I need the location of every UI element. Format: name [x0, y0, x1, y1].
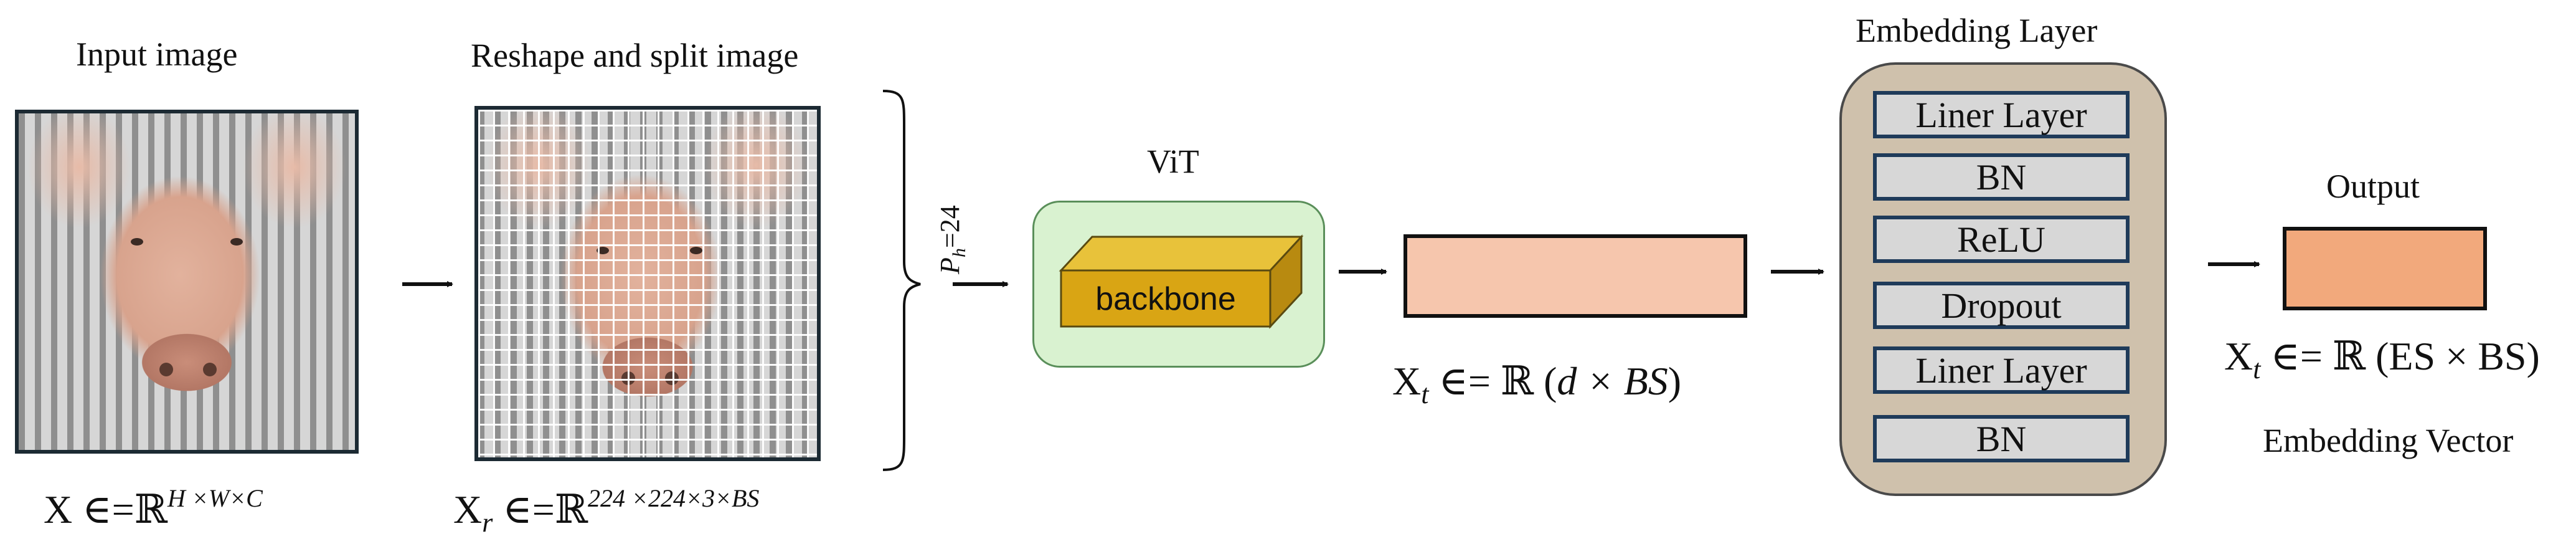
feature-formula-rel: ∈= ℝ ( [1428, 359, 1557, 403]
pig-nostril-left [159, 363, 173, 376]
pig-eye-left [131, 238, 143, 246]
reshape-formula-sub: r [482, 507, 493, 538]
input-formula: X ∈=ℝH ×W×C [44, 486, 263, 532]
patch-brace [882, 90, 921, 471]
feature-vector-bar [1404, 234, 1747, 318]
vit-title: ViT [1147, 143, 1199, 180]
feature-formula-expr: d × BS [1557, 359, 1668, 403]
input-formula-main: X ∈=ℝ [44, 487, 167, 532]
reshape-formula-sup: 224 ×224×3×BS [588, 484, 760, 512]
embedding-layer-6: BN [1873, 415, 2130, 462]
embedding-layer-2: BN [1873, 153, 2130, 201]
output-vector-bar [2283, 227, 2487, 310]
embedding-title: Embedding Layer [1856, 12, 2098, 49]
output-formula-main: X [2224, 334, 2253, 378]
embedding-layer-1: Liner Layer [1873, 91, 2130, 138]
backbone-top-face [1059, 236, 1304, 272]
output-formula-sub: t [2253, 354, 2261, 384]
embedding-layer-4: Dropout [1873, 282, 2130, 329]
embedding-layer-3: ReLU [1873, 216, 2130, 263]
feature-formula: Xt ∈= ℝ (d × BS) [1392, 359, 1682, 408]
output-formula: Xt ∈= ℝ (ES × BS) [2224, 334, 2540, 383]
output-title: Output [2326, 168, 2420, 205]
reshape-formula-rel: ∈=ℝ [493, 487, 588, 532]
split-pig-image [474, 106, 821, 461]
patch-grid [478, 110, 817, 457]
embedding-layer-5: Liner Layer [1873, 346, 2130, 394]
backbone-front-face [1060, 269, 1271, 328]
output-formula-rel: ∈= ℝ (ES × BS) [2260, 334, 2540, 378]
input-image-title: Input image [76, 36, 238, 73]
reshape-formula-main: X [453, 487, 483, 532]
pig-nostril-right [203, 363, 217, 376]
backbone-label: backbone [1095, 281, 1236, 317]
input-pig-image [15, 110, 359, 454]
feature-formula-close: ) [1668, 359, 1682, 403]
feature-formula-main: X [1392, 359, 1422, 403]
output-caption: Embedding Vector [2263, 422, 2514, 459]
embedding-panel: Liner Layer BN ReLU Dropout Liner Layer … [1839, 62, 2167, 496]
reshape-title: Reshape and split image [471, 37, 799, 74]
input-formula-sup: H ×W×C [167, 484, 263, 512]
feature-formula-sub: t [1421, 379, 1429, 409]
reshape-formula: Xr ∈=ℝ224 ×224×3×BS [453, 486, 759, 537]
pig-eye-right [230, 238, 243, 246]
